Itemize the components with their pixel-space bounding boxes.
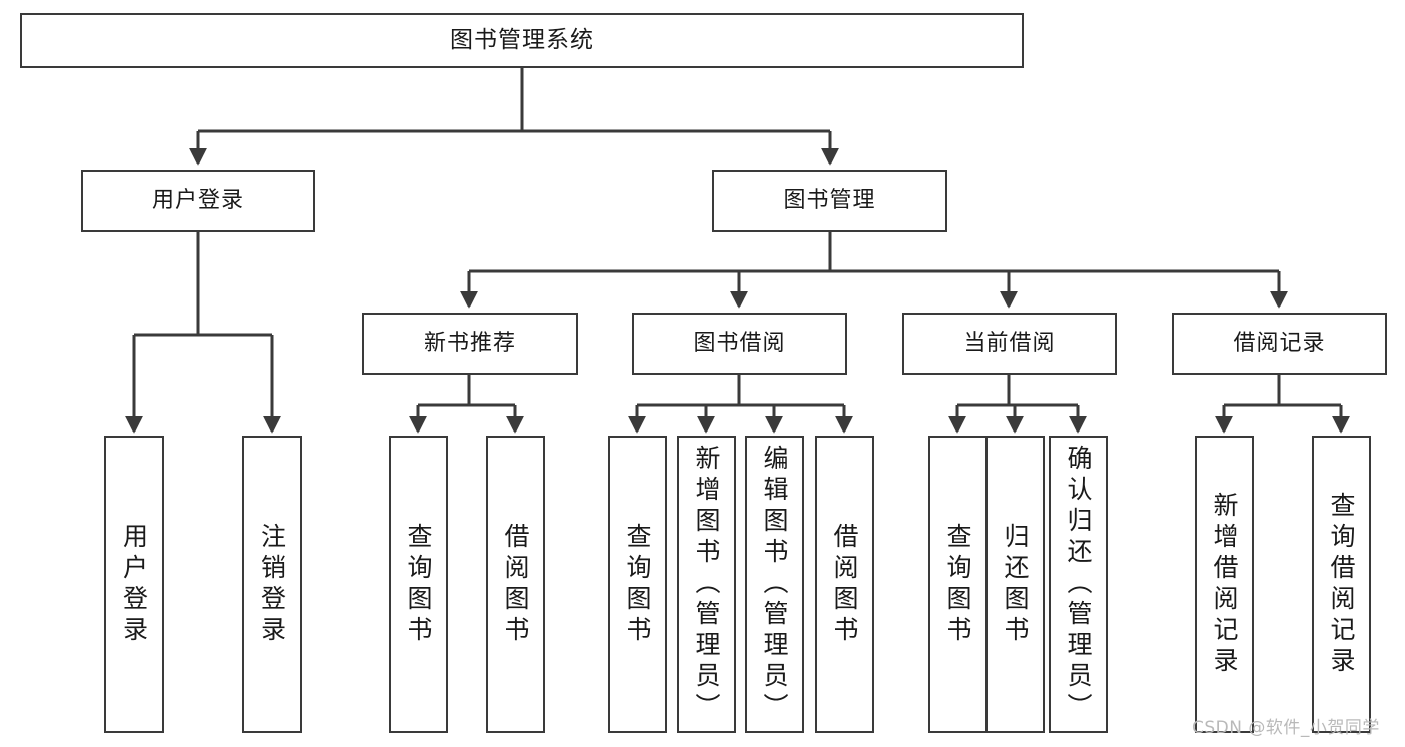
node-label: 查询图书 <box>943 522 972 647</box>
leaf-current-return-books[interactable]: 归还图书 <box>986 436 1045 733</box>
node-label: 编辑图书（管理员） <box>760 445 789 724</box>
node-label: 新增借阅记录 <box>1210 491 1239 678</box>
node-label: 新增图书（管理员） <box>692 445 721 724</box>
node-label: 借阅记录 <box>1233 331 1326 357</box>
node-borrow-record[interactable]: 借阅记录 <box>1172 313 1387 375</box>
node-label: 借阅图书 <box>830 522 859 647</box>
node-label: 借阅图书 <box>501 522 530 647</box>
node-label: 当前借阅 <box>963 331 1056 357</box>
node-book-borrow[interactable]: 图书借阅 <box>632 313 847 375</box>
node-root-book-management-system[interactable]: 图书管理系统 <box>20 13 1024 68</box>
node-current-borrow[interactable]: 当前借阅 <box>902 313 1117 375</box>
node-label: 归还图书 <box>1001 522 1030 647</box>
leaf-user-login-logout[interactable]: 注销登录 <box>242 436 302 733</box>
node-label: 图书管理系统 <box>450 26 594 53</box>
leaf-borrow-add-book-admin[interactable]: 新增图书（管理员） <box>677 436 736 733</box>
node-book-management[interactable]: 图书管理 <box>712 170 947 232</box>
node-label: 用户登录 <box>151 188 244 214</box>
leaf-borrow-query-books[interactable]: 查询图书 <box>608 436 667 733</box>
leaf-current-query-books[interactable]: 查询图书 <box>928 436 987 733</box>
node-label: 查询借阅记录 <box>1327 491 1356 678</box>
node-label: 查询图书 <box>404 522 433 647</box>
node-label: 图书借阅 <box>693 331 786 357</box>
leaf-new-book-query-books[interactable]: 查询图书 <box>389 436 448 733</box>
leaf-record-add-borrow-record[interactable]: 新增借阅记录 <box>1195 436 1254 733</box>
node-label: 确认归还（管理员） <box>1064 445 1093 724</box>
leaf-record-query-borrow-record[interactable]: 查询借阅记录 <box>1312 436 1371 733</box>
leaf-borrow-edit-book-admin[interactable]: 编辑图书（管理员） <box>745 436 804 733</box>
leaf-user-login-login[interactable]: 用户登录 <box>104 436 164 733</box>
node-label: 注销登录 <box>257 522 287 647</box>
node-new-book-recommend[interactable]: 新书推荐 <box>362 313 578 375</box>
node-label: 图书管理 <box>783 188 876 214</box>
node-label: 查询图书 <box>623 522 652 647</box>
node-label: 新书推荐 <box>423 331 516 357</box>
leaf-current-confirm-return-admin[interactable]: 确认归还（管理员） <box>1049 436 1108 733</box>
node-user-login[interactable]: 用户登录 <box>81 170 315 232</box>
leaf-borrow-borrow-books[interactable]: 借阅图书 <box>815 436 874 733</box>
leaf-new-book-borrow-books[interactable]: 借阅图书 <box>486 436 545 733</box>
node-label: 用户登录 <box>119 522 149 647</box>
